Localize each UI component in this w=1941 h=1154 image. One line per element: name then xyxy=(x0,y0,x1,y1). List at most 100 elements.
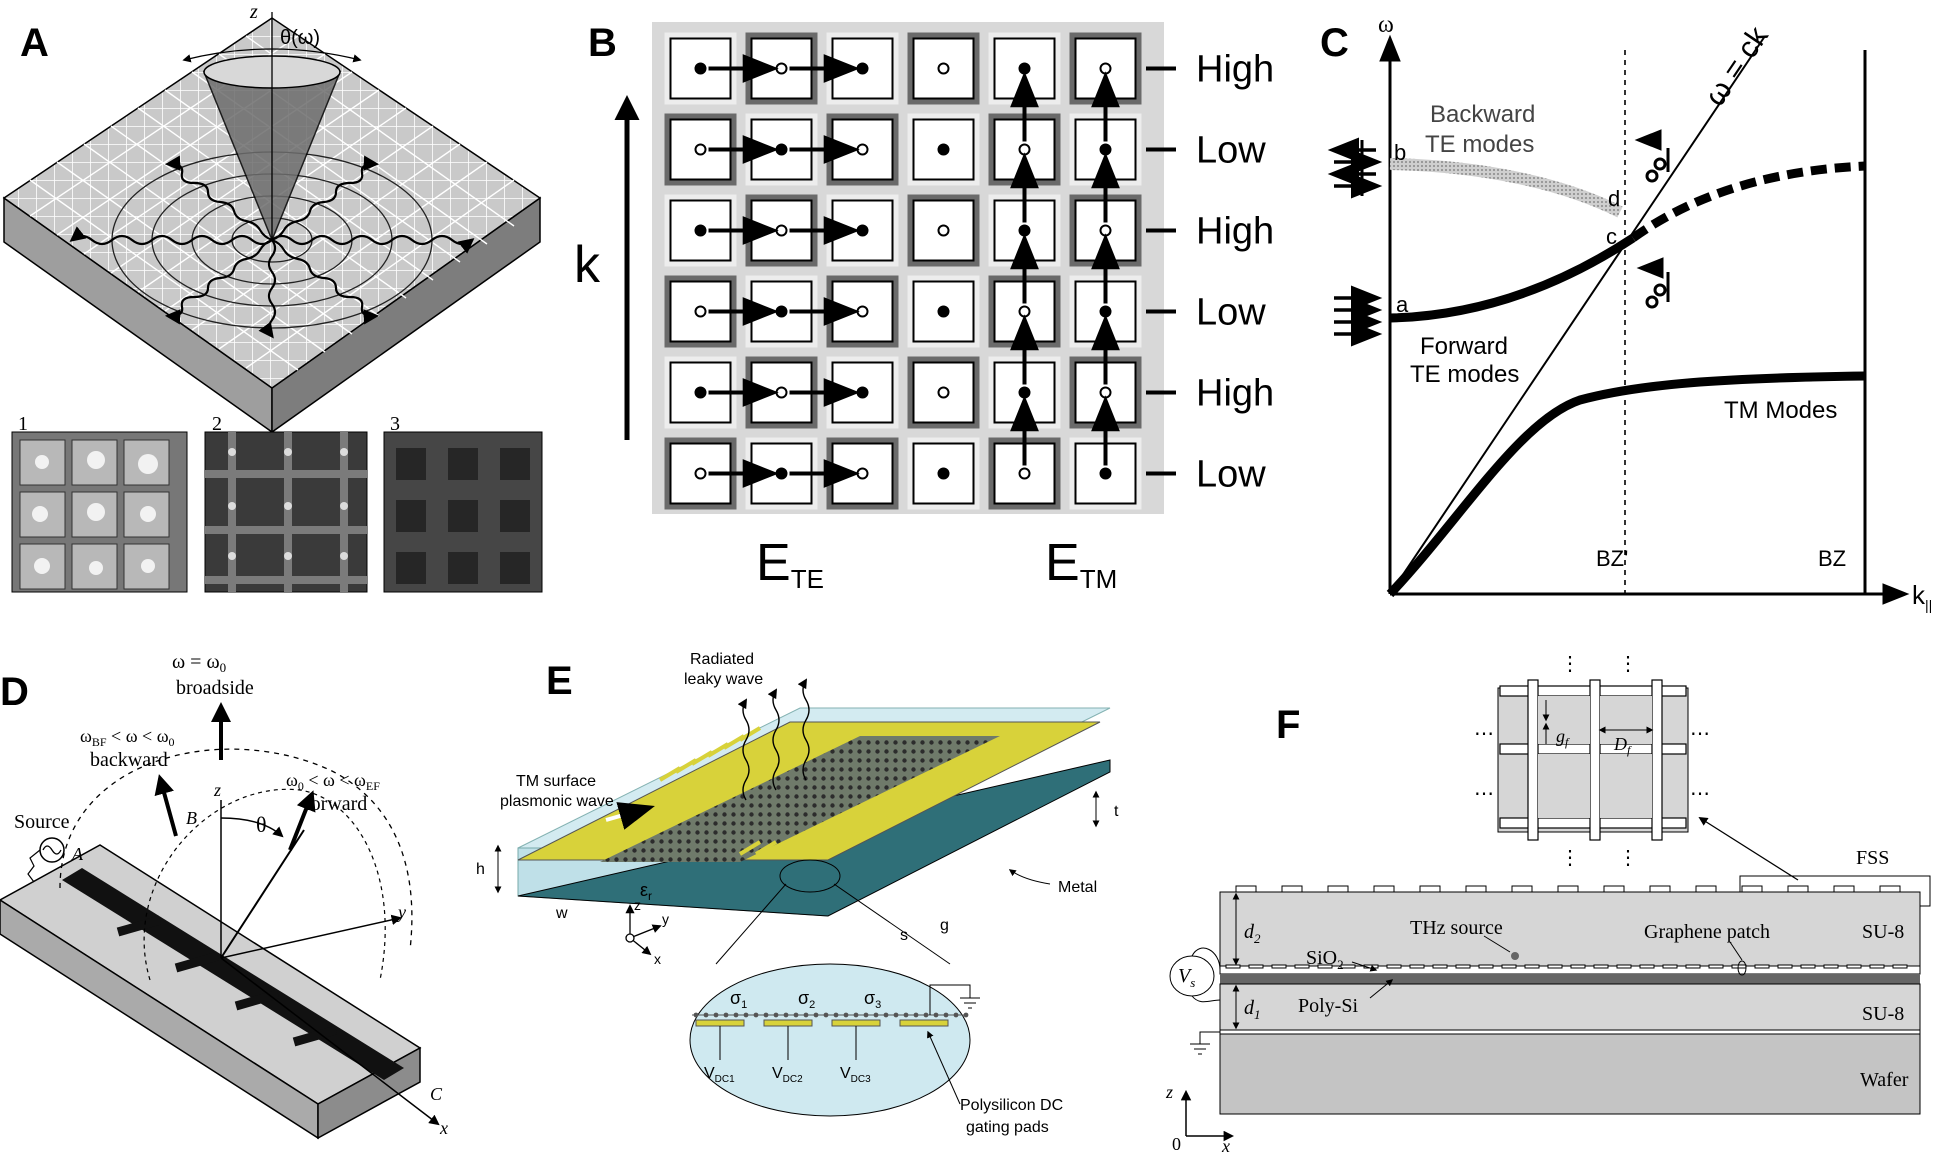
graphene-patches xyxy=(1225,964,1908,969)
inset-label-3: 3 xyxy=(390,413,400,435)
axis-y-d: y xyxy=(396,902,406,922)
graphene-atom xyxy=(693,1012,699,1018)
charge-dot-hollow xyxy=(1099,386,1112,399)
axis-z-f: z xyxy=(1165,1082,1173,1102)
wafer-label: Wafer xyxy=(1860,1069,1909,1091)
sigma-1: σ1 xyxy=(730,988,747,1011)
forward-te-dashed xyxy=(1630,161,1866,242)
axis-y-e: y xyxy=(662,911,669,927)
thz-leader xyxy=(1483,935,1511,953)
graphene-atom xyxy=(863,1012,869,1018)
charge-dot-hollow xyxy=(1018,305,1031,318)
source-wire xyxy=(27,849,41,883)
graphene-strip xyxy=(1731,964,1747,969)
svg-text:⋯: ⋯ xyxy=(1690,723,1710,745)
su8-top-layer xyxy=(1219,891,1921,967)
forward-line2: TE modes xyxy=(1410,361,1519,388)
vdc-2: VDC2 xyxy=(772,1065,803,1085)
svg-text:⋯: ⋯ xyxy=(1690,783,1710,805)
graphene-strip xyxy=(1639,964,1655,969)
graphene-atom xyxy=(733,1012,739,1018)
graphene-atom xyxy=(823,1012,829,1018)
inset-label-2: 2 xyxy=(212,413,222,435)
graphene-strip xyxy=(1685,964,1701,969)
point-a: a xyxy=(1396,292,1409,317)
metal-label: Metal xyxy=(1058,879,1097,896)
row-label: High xyxy=(1196,49,1274,91)
graphene-atom xyxy=(773,1012,779,1018)
charge-dot-hollow xyxy=(694,305,707,318)
col-label-tm: ETM xyxy=(1045,534,1117,594)
ground-layer xyxy=(1219,1029,1921,1035)
tm-surface-line2: plasmonic wave xyxy=(500,793,614,810)
graphene-strip xyxy=(1386,964,1402,969)
metal-leader xyxy=(1008,869,1051,885)
t-label: t xyxy=(1114,803,1119,820)
tm-mode-curve xyxy=(1386,371,1866,598)
row-label: High xyxy=(1196,373,1274,415)
gating-stripes xyxy=(658,726,986,856)
graphene-atom xyxy=(713,1012,719,1018)
fss-patch xyxy=(1695,885,1717,893)
fss-patch xyxy=(1465,885,1487,893)
source-sine-icon xyxy=(42,845,62,855)
graphene-strip xyxy=(1846,964,1862,969)
light-line-label: ω = ck xyxy=(1698,20,1775,112)
graphene-strip xyxy=(1823,964,1839,969)
light-line xyxy=(1389,35,1766,595)
panel-letter-c: C xyxy=(1320,21,1349,65)
panel-letter-e: E xyxy=(546,659,573,703)
backward-arrows-icon xyxy=(1327,137,1383,199)
graphene-strip xyxy=(1708,964,1724,969)
graphene-strip xyxy=(1432,964,1448,969)
graphene-atom xyxy=(853,1012,859,1018)
graphene-atom xyxy=(943,1012,949,1018)
backward-line1: Backward xyxy=(1430,101,1535,128)
charge-dot-filled xyxy=(856,386,869,399)
x-axis-d xyxy=(220,957,440,1126)
ground-icon-f xyxy=(1190,1043,1210,1055)
row-label: Low xyxy=(1196,130,1266,172)
radiated-line2: leaky wave xyxy=(684,671,763,688)
point-d: d xyxy=(1608,186,1620,211)
backward-arrow xyxy=(154,774,178,837)
charge-dot-hollow xyxy=(856,467,869,480)
inset-label-1: 1 xyxy=(18,413,28,435)
graphene-atom xyxy=(893,1012,899,1018)
pads-line1: Polysilicon DC xyxy=(960,1097,1063,1114)
fss-patch xyxy=(1327,885,1349,893)
backward-line2: TE modes xyxy=(1425,131,1534,158)
axis-z-e: z xyxy=(634,897,641,913)
fss-patches xyxy=(1235,885,1901,893)
d2-label: d2 xyxy=(1244,921,1261,946)
charge-dot-filled xyxy=(775,143,788,156)
group-velocity-icon-lower xyxy=(1636,257,1670,309)
broadside-text: broadside xyxy=(176,677,254,699)
charge-dot-hollow xyxy=(694,143,707,156)
cell-grid xyxy=(664,32,1142,510)
graphene-atom xyxy=(833,1012,839,1018)
radiation-pattern-dashed xyxy=(59,748,413,951)
charge-dot-filled xyxy=(694,386,707,399)
charge-dot-filled xyxy=(1018,386,1031,399)
graphene-strip xyxy=(1869,964,1885,969)
row-label: Low xyxy=(1196,292,1266,334)
forward-line1: Forward xyxy=(1420,333,1508,360)
graphene-strip xyxy=(1501,964,1517,969)
graphene-atom xyxy=(903,1012,909,1018)
s-label: s xyxy=(900,927,908,944)
charge-dot-hollow xyxy=(1018,143,1031,156)
theta-arc xyxy=(220,817,284,838)
axis-x-f: x xyxy=(1221,1136,1230,1154)
graphene-strip xyxy=(1800,964,1816,969)
radiating-surface-waves xyxy=(69,155,475,339)
axis-origin-f: 0 xyxy=(1172,1134,1181,1154)
surface-wave-arrow xyxy=(605,802,655,830)
axis-x-e: x xyxy=(654,951,661,967)
g-label: g xyxy=(940,917,949,934)
df-label: Df xyxy=(1613,734,1632,757)
point-a-label: A xyxy=(71,844,84,864)
charge-dot-hollow xyxy=(775,224,788,237)
